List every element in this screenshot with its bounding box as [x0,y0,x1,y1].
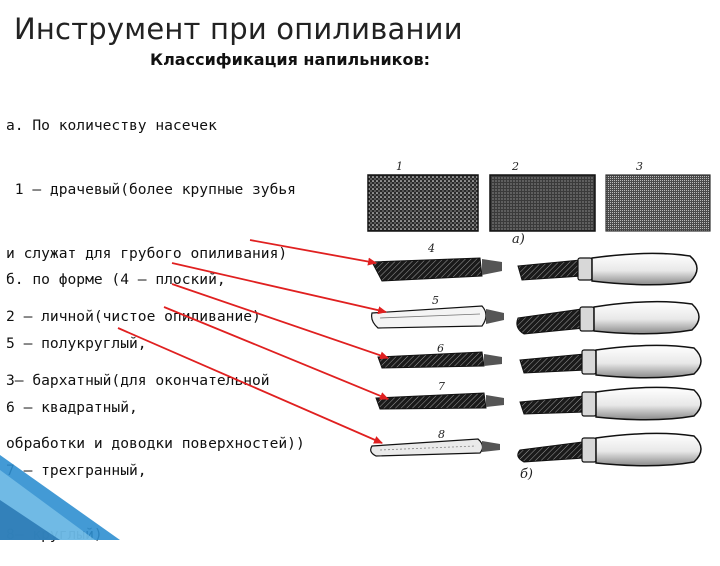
arrow-round [117,327,383,444]
file-label-7: 7 [438,380,445,393]
swatch-label-1: 1 [396,160,403,173]
swatch-label-3: 3 [636,160,643,173]
swatch-fine [605,174,711,232]
text-line: 1 — драчевый(более крупные зубья [6,181,296,198]
swatch-label-2: 2 [511,160,519,173]
group-label-a: а) [512,232,525,247]
slide-title: Инструмент при опиливании [14,12,463,46]
round-file-with-handle [517,432,702,467]
file-label-6: 6 [437,342,444,355]
file-label-5: 5 [432,294,439,307]
flat-file-with-handle [517,252,698,286]
arrow-flat [249,239,377,266]
section-count-of-cuts: а. По количеству насечек 1 — драчевый(бо… [6,73,305,476]
flat-file [371,257,502,282]
text-line: и служат для грубого опиливания) [6,244,288,262]
arrow-square [171,283,389,360]
half-round-file [371,305,504,329]
half-round-file-with-handle [516,300,700,335]
arrow-half-round [171,262,387,315]
square-file [377,351,502,369]
file-label-8: 8 [438,428,445,441]
arrow-triangular [163,306,389,400]
text-line: 3— бархатный(для окончательной [6,371,270,389]
text-line: 6 — квадратный, [6,398,138,416]
text-line: а. По количеству насечек [6,117,217,135]
decor-corner [0,455,120,540]
swatch-coarse [367,174,479,232]
text-line: обработки и доводки поверхностей)) [6,435,305,453]
triangular-file [375,392,504,410]
slide-subtitle: Классификация напильников: [150,50,431,69]
file-label-4: 4 [427,242,435,255]
round-file [370,438,500,457]
swatch-medium [489,174,596,232]
text-line: 5 — полукруглый, [6,335,147,352]
text-line: 2 — личной(чистое опиливание) [6,308,261,326]
triangular-file-with-handle [519,386,702,421]
group-label-b: б) [520,467,533,482]
square-file-with-handle [519,344,702,379]
file-illustration: 1 2 3 а) б) 4 5 6 7 8 [0,160,711,540]
